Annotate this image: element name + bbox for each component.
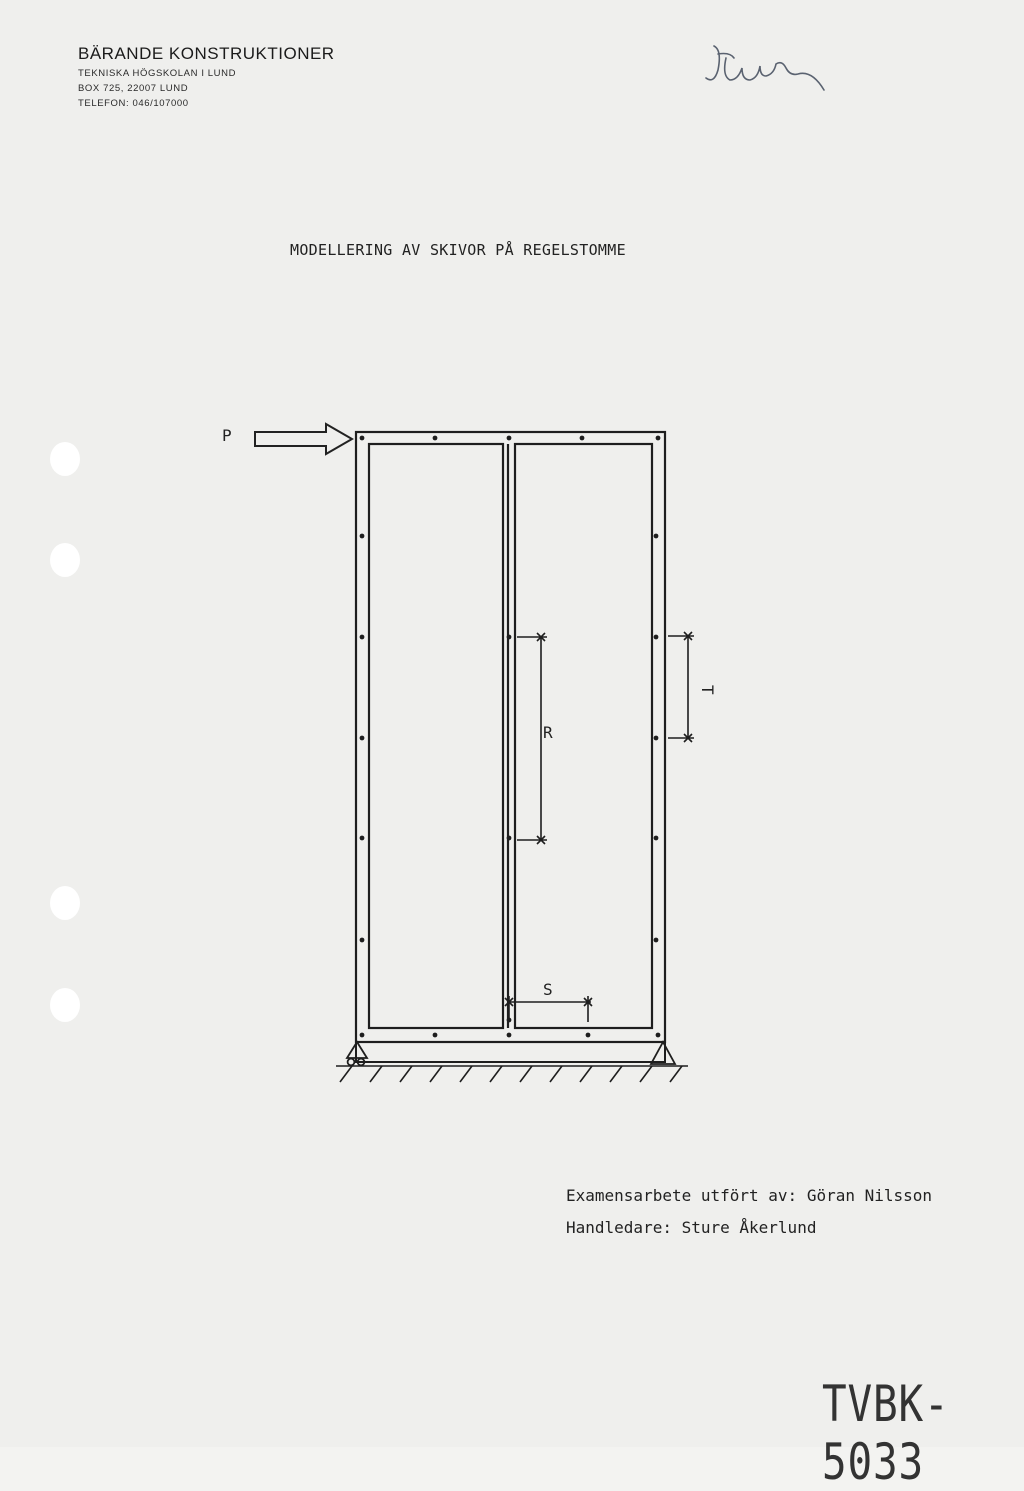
author-line: Examensarbete utfört av: Göran Nilsson bbox=[566, 1186, 933, 1205]
load-arrow-icon bbox=[254, 422, 355, 456]
department-name: BÄRANDE KONSTRUKTIONER bbox=[78, 44, 335, 63]
report-number: TVBK-5033 bbox=[822, 1375, 950, 1491]
fastener-dots bbox=[359, 435, 661, 1038]
supervisor-line: Handledare: Sture Åkerlund bbox=[566, 1218, 817, 1237]
dimension-t-label: T bbox=[698, 685, 717, 695]
wall-frame-diagram: P bbox=[222, 422, 717, 1083]
pin-support-icon bbox=[649, 1040, 677, 1065]
frame-outline bbox=[354, 430, 667, 1044]
punch-hole bbox=[50, 442, 80, 476]
handwritten-signature bbox=[705, 45, 825, 91]
letterhead: BÄRANDE KONSTRUKTIONER TEKNISKA HÖGSKOLA… bbox=[78, 44, 335, 109]
punch-hole bbox=[50, 988, 80, 1022]
foundation-beam bbox=[355, 1041, 666, 1063]
document-title: MODELLERING AV SKIVOR PÅ REGELSTOMME bbox=[290, 241, 626, 259]
dimension-r-label: R bbox=[543, 723, 553, 742]
dimension-t bbox=[668, 631, 694, 743]
ground-hatching bbox=[336, 1065, 688, 1083]
punch-hole bbox=[50, 543, 80, 577]
phone-number: TELEFON: 046/107000 bbox=[78, 98, 189, 109]
dimension-s bbox=[504, 996, 593, 1022]
credits: Examensarbete utfört av: Göran Nilsson H… bbox=[566, 1180, 932, 1244]
load-label: P bbox=[222, 426, 232, 445]
postal-address: BOX 725, 22007 LUND bbox=[78, 83, 189, 94]
punch-hole bbox=[50, 886, 80, 920]
document-page: BÄRANDE KONSTRUKTIONER TEKNISKA HÖGSKOLA… bbox=[50, 44, 949, 1491]
institution-name: TEKNISKA HÖGSKOLAN I LUND bbox=[78, 68, 237, 79]
dimension-s-label: S bbox=[543, 980, 553, 999]
dimension-r bbox=[517, 632, 547, 845]
